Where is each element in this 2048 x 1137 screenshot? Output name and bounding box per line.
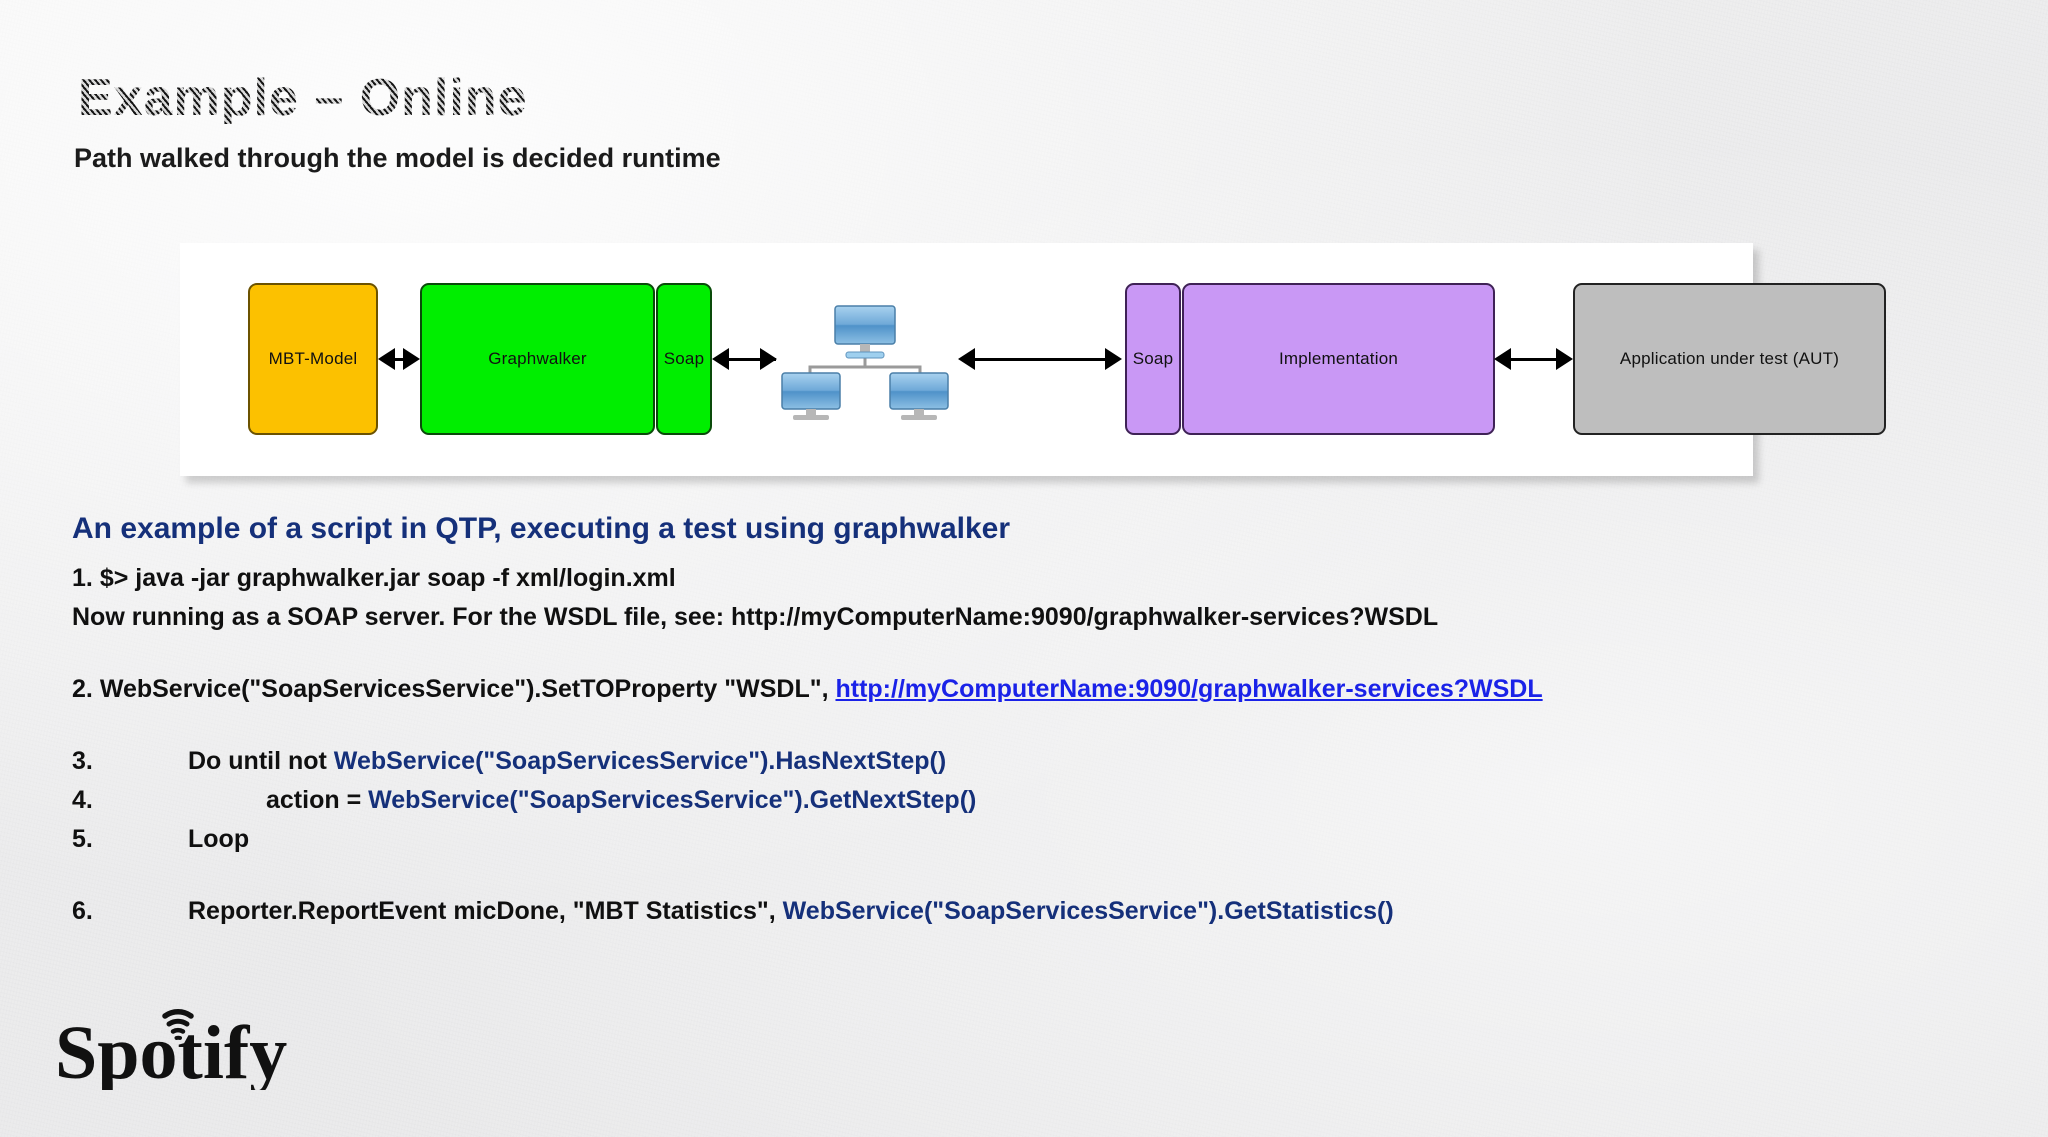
- connector-network-soapserver-arrowhead-right: [1105, 348, 1122, 370]
- diagram-box-label: Graphwalker: [488, 349, 587, 368]
- line-4-call: WebService("SoapServicesService").GetNex…: [368, 786, 977, 814]
- line-6-statement: Reporter.ReportEvent micDone, "MBT Stati…: [188, 897, 783, 925]
- line-number: 5.: [72, 825, 93, 853]
- connector-soap-network-line: [718, 358, 776, 361]
- spacer-3: [72, 859, 2002, 892]
- script-line-4: 4. action = WebService("SoapServicesServi…: [72, 781, 2002, 820]
- diagram-box-implementation: Implementation: [1182, 283, 1495, 435]
- diagram-box-label: MBT-Model: [268, 349, 358, 368]
- page-subtitle: Path walked through the model is decided…: [74, 143, 721, 173]
- diagram-box-label: Soap: [663, 349, 705, 368]
- script-line-6: 6. Reporter.ReportEvent micDone, "MBT Sta…: [72, 892, 2002, 931]
- script-line-2: 2. WebService("SoapServicesService").Set…: [72, 670, 2002, 709]
- connector-soap-network-arrowhead-right: [760, 348, 777, 370]
- spotify-logo: Spotify: [55, 1009, 287, 1090]
- script-example-block: An example of a script in QTP, executing…: [72, 512, 2002, 931]
- line-number: 4.: [72, 786, 93, 814]
- diagram-box-graphwalker: Graphwalker: [420, 283, 655, 435]
- line-4-assignment: action =: [266, 786, 369, 814]
- script-line-1: 1. $> java -jar graphwalker.jar soap -f …: [72, 559, 2002, 598]
- script-line-3: 3. Do until not WebService("SoapServicesS…: [72, 742, 2002, 781]
- connector-impl-aut-line: [1500, 358, 1566, 361]
- architecture-diagram: MBT-Model Graphwalker Soap: [180, 243, 1886, 476]
- line-number: 3.: [72, 747, 93, 775]
- diagram-box-soap-server: Soap: [1125, 283, 1181, 435]
- diagram-box-label: Application under test (AUT): [1619, 349, 1840, 368]
- line-3-call: WebService("SoapServicesService").HasNex…: [333, 747, 947, 775]
- script-line-1-output: Now running as a SOAP server. For the WS…: [72, 603, 1439, 631]
- line-number: 2.: [72, 675, 93, 703]
- connector-mbt-graphwalker-line: [384, 358, 414, 361]
- script-heading: An example of a script in QTP, executing…: [72, 512, 1011, 545]
- line-3-keyword: Do until not: [188, 747, 334, 775]
- diagram-box-application-under-test: Application under test (AUT): [1573, 283, 1886, 435]
- line-number: 1.: [72, 564, 93, 592]
- network-computers-icon: [781, 305, 949, 420]
- connector-network-soapserver-arrowhead-left: [958, 348, 975, 370]
- connector-impl-aut-arrowhead-right: [1556, 348, 1573, 370]
- connector-mbt-graphwalker-arrowhead-right: [403, 348, 420, 370]
- diagram-box-mbt-model: MBT-Model: [248, 283, 378, 435]
- diagram-box-soap-client: Soap: [656, 283, 712, 435]
- line-number: 6.: [72, 897, 93, 925]
- script-line-5: 5. Loop: [72, 820, 2002, 859]
- line-2-statement: WebService("SoapServicesService").SetTOP…: [99, 675, 836, 703]
- spotify-wordmark: Spotify: [55, 1011, 287, 1090]
- connector-mbt-graphwalker-arrowhead-left: [378, 348, 395, 370]
- diagram-box-label: Implementation: [1278, 349, 1399, 368]
- diagram-box-label: Soap: [1132, 349, 1174, 368]
- connector-network-soapserver-line: [966, 358, 1114, 361]
- line-1-command: $> java -jar graphwalker.jar soap -f xml…: [99, 564, 676, 592]
- line-6-call: WebService("SoapServicesService").GetSta…: [782, 897, 1394, 925]
- connector-soap-network-arrowhead-left: [712, 348, 729, 370]
- spacer-2: [72, 709, 2002, 742]
- spacer-1: [72, 637, 2002, 670]
- line-5-keyword: Loop: [188, 825, 250, 853]
- page-title: Example – Online: [78, 69, 528, 127]
- connector-impl-aut-arrowhead-left: [1494, 348, 1511, 370]
- wsdl-hyperlink[interactable]: http://myComputerName:9090/graphwalker-s…: [835, 675, 1543, 703]
